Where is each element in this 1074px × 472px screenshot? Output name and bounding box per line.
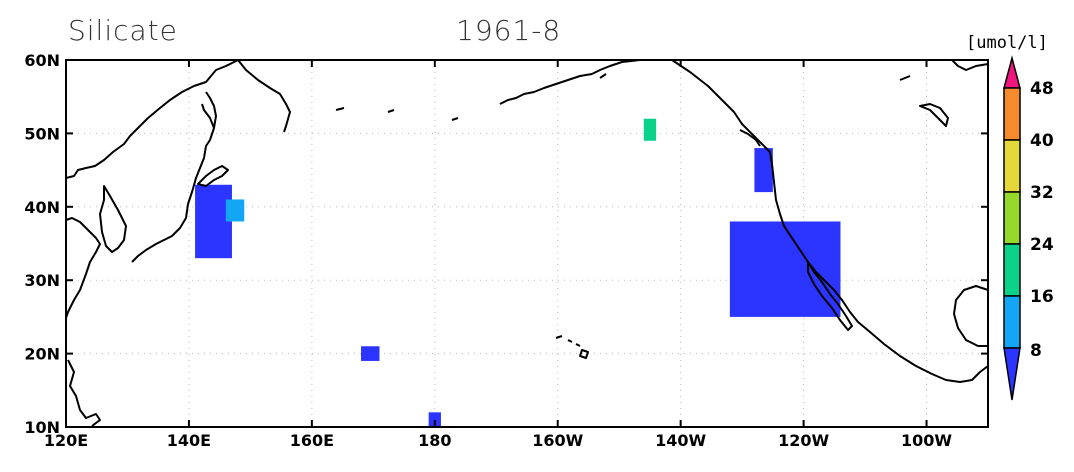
y-tick-label: 30N	[24, 271, 60, 290]
data-region-central-pacific-20n	[361, 346, 380, 361]
colorbar-segment	[1003, 139, 1021, 193]
y-tick-label: 20N	[24, 345, 60, 364]
hawaii-islands	[555, 335, 589, 359]
canada-north-coastline	[899, 59, 989, 127]
x-tick-label: 160W	[532, 431, 583, 450]
x-tick-label: 140W	[655, 431, 706, 450]
y-tick-label: 50N	[24, 124, 60, 143]
colorbar-level-label: 8	[1030, 341, 1042, 361]
x-tick-label: 140E	[167, 431, 211, 450]
vancouver-island	[739, 129, 761, 147]
korea-coastline	[99, 185, 127, 253]
data-region-vancouver-coast	[754, 148, 773, 193]
x-tick-label: 100W	[901, 431, 952, 450]
unit-label: [umol/l]	[966, 33, 1048, 53]
hokkaido-coastline	[197, 165, 229, 187]
colorbar-level-label: 16	[1030, 287, 1054, 307]
colorbar-segment	[1003, 295, 1021, 349]
y-tick-label: 60N	[24, 51, 60, 70]
y-tick-label: 40N	[24, 198, 60, 217]
y-tick-label: 10N	[24, 418, 60, 437]
philippines-coastline	[67, 359, 101, 427]
data-region-california-offshore	[729, 221, 841, 317]
aleutian-islands	[335, 73, 593, 121]
gulf-mexico-coastline	[953, 285, 989, 347]
china-coastline	[65, 217, 101, 319]
x-tick-label: 160E	[290, 431, 334, 450]
colorbar-segment	[1003, 243, 1021, 297]
map-frame	[65, 59, 989, 428]
alaska-coastline	[591, 59, 641, 79]
colorbar-level-label: 32	[1030, 183, 1054, 203]
colorbar-bottom-arrow	[1003, 347, 1021, 401]
data-cells	[195, 118, 841, 427]
coastlines	[65, 59, 989, 427]
variable-title: Silicate	[68, 14, 178, 47]
colorbar: 8 16 24 32 40 48	[1003, 55, 1054, 401]
data-region-off-japan-east	[225, 199, 245, 222]
data-region-central-pacific-10n	[428, 412, 441, 427]
baja-california	[807, 261, 853, 331]
period-title: 1961-8	[456, 14, 562, 47]
colorbar-level-label: 48	[1030, 79, 1054, 99]
colorbar-segment	[1003, 87, 1021, 141]
x-tick-label: 180	[418, 431, 451, 450]
x-tick-label: 120E	[44, 431, 88, 450]
x-tick-label: 120W	[778, 431, 829, 450]
sakhalin-coastline	[205, 91, 217, 129]
colorbar-top-arrow	[1003, 55, 1021, 89]
asia-coastline	[65, 59, 239, 179]
colorbar-level-label: 24	[1030, 235, 1054, 255]
data-region-north-pacific-gulf	[643, 118, 657, 141]
axis-ticks: 120E 140E 160E 180 160W 140W 120W 100W 60N 50N 40N…	[24, 51, 988, 450]
colorbar-segment	[1003, 191, 1021, 245]
colorbar-level-label: 40	[1030, 131, 1054, 151]
kamchatka-coastline	[237, 59, 291, 133]
